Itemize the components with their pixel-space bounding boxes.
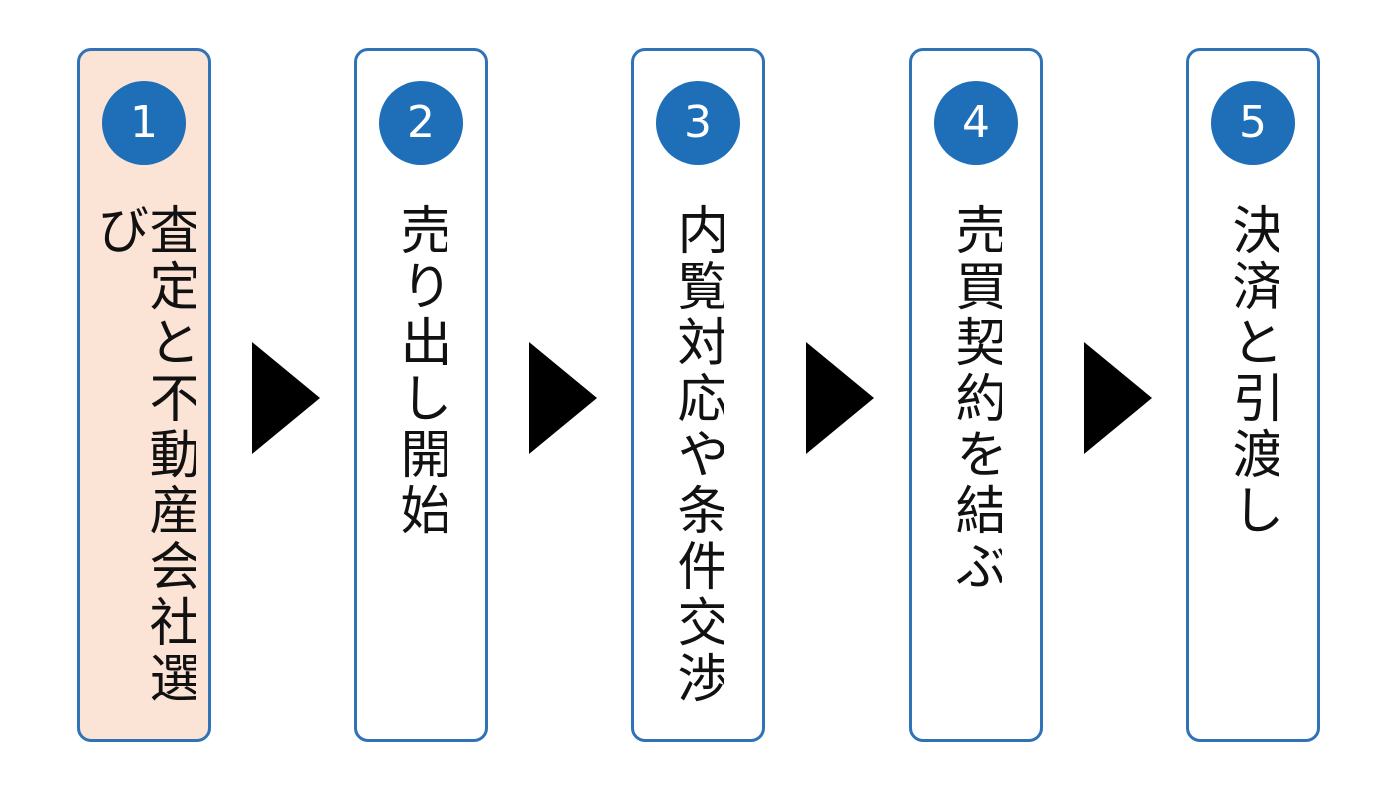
step-label: 査定と不動産会社選び xyxy=(92,203,196,707)
step-card-2: 2 売り出し開始 xyxy=(354,48,488,742)
step-label: 決済と引渡し xyxy=(1227,203,1279,539)
step-number-badge: 1 xyxy=(102,81,186,165)
right-arrow-icon xyxy=(529,342,597,454)
right-arrow-icon xyxy=(806,342,874,454)
step-label: 売買契約を結ぶ xyxy=(950,203,1002,595)
step-label: 内覧対応や条件交渉 xyxy=(672,203,724,707)
step-card-3: 3 内覧対応や条件交渉 xyxy=(631,48,765,742)
step-number-badge: 5 xyxy=(1211,81,1295,165)
step-label: 売り出し開始 xyxy=(395,203,447,539)
step-card-4: 4 売買契約を結ぶ xyxy=(909,48,1043,742)
right-arrow-icon xyxy=(1084,342,1152,454)
step-number-badge: 4 xyxy=(934,81,1018,165)
step-card-5: 5 決済と引渡し xyxy=(1186,48,1320,742)
step-card-1: 1 査定と不動産会社選び xyxy=(77,48,211,742)
step-number-badge: 3 xyxy=(656,81,740,165)
step-number-badge: 2 xyxy=(379,81,463,165)
right-arrow-icon xyxy=(252,342,320,454)
